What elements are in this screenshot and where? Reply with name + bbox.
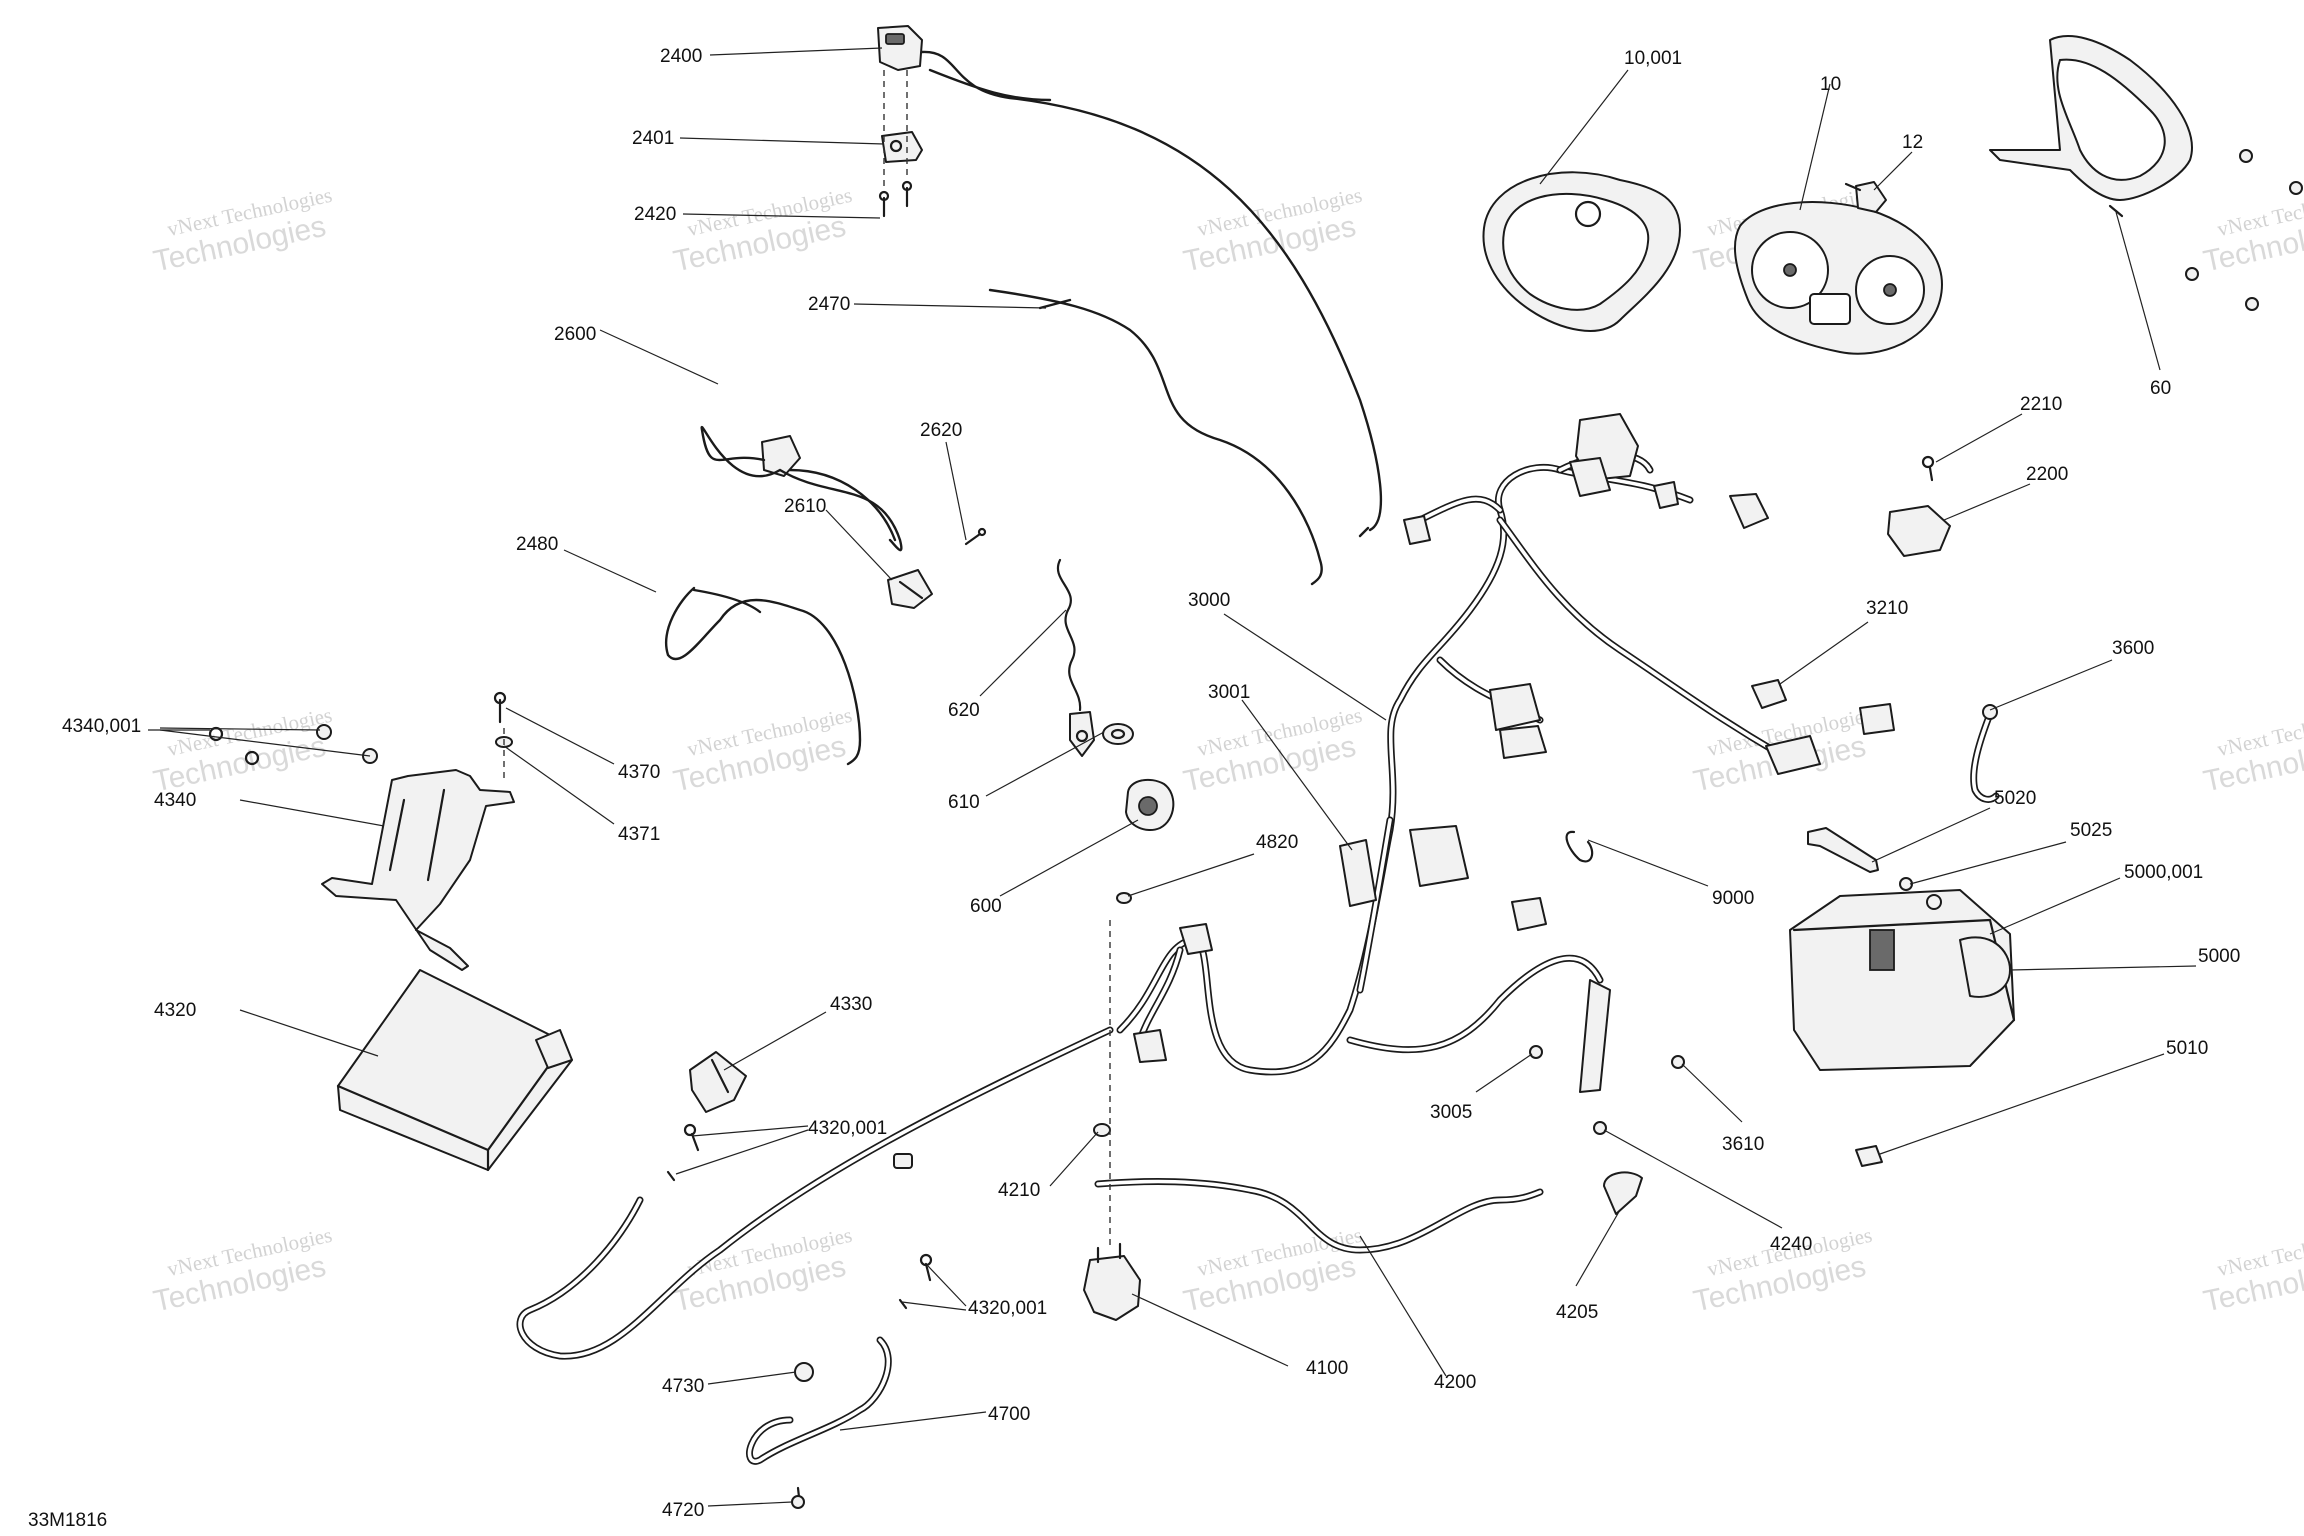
part-2200-sensor — [1887, 455, 1951, 557]
part-60-bracket — [1989, 35, 2303, 311]
part-10-001-bezel — [1482, 171, 1681, 332]
part-2420-screws — [878, 70, 913, 218]
callout-5010: 5010 — [2166, 1038, 2208, 1059]
callout-60: 60 — [2150, 378, 2171, 399]
callout-labels: 2400 2401 2420 2470 2600 2620 2610 2480 … — [62, 46, 2240, 1521]
part-4200-cable — [1094, 1178, 1544, 1254]
callout-2401: 2401 — [632, 128, 674, 149]
callout-4320-001-b: 4320,001 — [968, 1298, 1047, 1319]
callout-2470: 2470 — [808, 294, 850, 315]
callout-4320: 4320 — [154, 1000, 196, 1021]
callout-3600: 3600 — [2112, 638, 2154, 659]
part-5010-fuse — [1855, 1145, 1883, 1167]
callout-4720: 4720 — [662, 1500, 704, 1521]
part-4205-cap — [1603, 1171, 1643, 1215]
callout-4330: 4330 — [830, 994, 872, 1015]
callout-4340-001: 4340,001 — [62, 716, 141, 737]
part-2400-switch-housing — [877, 25, 1383, 538]
part-10-gauge-cluster — [1733, 201, 1943, 355]
callout-4205: 4205 — [1556, 1302, 1598, 1323]
callout-4700: 4700 — [988, 1404, 1030, 1425]
part-3000-main-harness — [1116, 413, 1895, 1093]
callout-610: 610 — [948, 792, 980, 813]
part-2620-pin — [964, 527, 987, 546]
callout-12: 12 — [1902, 132, 1923, 153]
part-2610-cap — [887, 569, 933, 609]
callout-2400: 2400 — [660, 46, 702, 67]
callout-2210: 2210 — [2020, 394, 2062, 415]
callout-2600: 2600 — [554, 324, 596, 345]
part-4340-bracket — [208, 724, 515, 971]
part-12-sensor — [1844, 181, 1887, 213]
callout-3005: 3005 — [1430, 1102, 1472, 1123]
callout-9000: 9000 — [1712, 888, 1754, 909]
callout-620: 620 — [948, 700, 980, 721]
part-4820-nut — [1116, 892, 1132, 904]
part-4370-bolt — [493, 691, 513, 780]
part-small-fasteners — [1529, 1045, 1685, 1135]
callout-5000-001: 5000,001 — [2124, 862, 2203, 883]
part-5000-module — [1789, 889, 2016, 1071]
callout-3000: 3000 — [1188, 590, 1230, 611]
diagram-code: 33M1816 — [28, 1510, 107, 1531]
callout-4340: 4340 — [154, 790, 196, 811]
part-4700-ground-strap — [746, 1336, 892, 1509]
part-4330-terminal-cover — [689, 1051, 747, 1113]
callout-4320-001-a: 4320,001 — [808, 1118, 887, 1139]
callout-3610: 3610 — [1722, 1134, 1764, 1155]
part-4320-battery — [336, 969, 573, 1172]
callout-2620: 2620 — [920, 420, 962, 441]
leader-lines — [148, 47, 2197, 1507]
callout-2480: 2480 — [516, 534, 558, 555]
part-4210-nut — [1093, 920, 1111, 1250]
callout-4371: 4371 — [618, 824, 660, 845]
callout-4200: 4200 — [1434, 1372, 1476, 1393]
callout-4240: 4240 — [1770, 1234, 1812, 1255]
callout-10-001: 10,001 — [1624, 48, 1682, 69]
callout-5025: 5025 — [2070, 820, 2112, 841]
callout-4210: 4210 — [998, 1180, 1040, 1201]
part-battery-cable — [516, 1026, 1114, 1360]
part-2480-cable — [665, 586, 862, 766]
part-3210-sensor — [1751, 679, 1787, 709]
callout-4820: 4820 — [1256, 832, 1298, 853]
part-4320-001-bolts — [666, 1123, 933, 1310]
callout-5020: 5020 — [1994, 788, 2036, 809]
callout-2200: 2200 — [2026, 464, 2068, 485]
callout-4100: 4100 — [1306, 1358, 1348, 1379]
callout-5000: 5000 — [2198, 946, 2240, 967]
callout-2610: 2610 — [784, 496, 826, 517]
callout-10: 10 — [1820, 74, 1841, 95]
part-2600-sensor — [700, 426, 903, 552]
part-3600-cable — [1970, 704, 2000, 803]
callout-4730: 4730 — [662, 1376, 704, 1397]
part-2470-cable — [988, 288, 1323, 586]
callout-3210: 3210 — [1866, 598, 1908, 619]
callout-4370: 4370 — [618, 762, 660, 783]
parts-layer — [208, 25, 2303, 1509]
part-4100-solenoid — [1083, 1242, 1141, 1321]
callout-3001: 3001 — [1208, 682, 1250, 703]
part-9000-tie — [1565, 830, 1594, 863]
part-2401-clamp — [881, 131, 923, 163]
part-620-tether-cord — [1056, 558, 1095, 757]
part-610-washer — [1102, 723, 1134, 745]
callout-2420: 2420 — [634, 204, 676, 225]
part-600-switch — [1125, 778, 1175, 831]
part-5020-bracket — [1807, 827, 1913, 891]
callout-600: 600 — [970, 896, 1002, 917]
